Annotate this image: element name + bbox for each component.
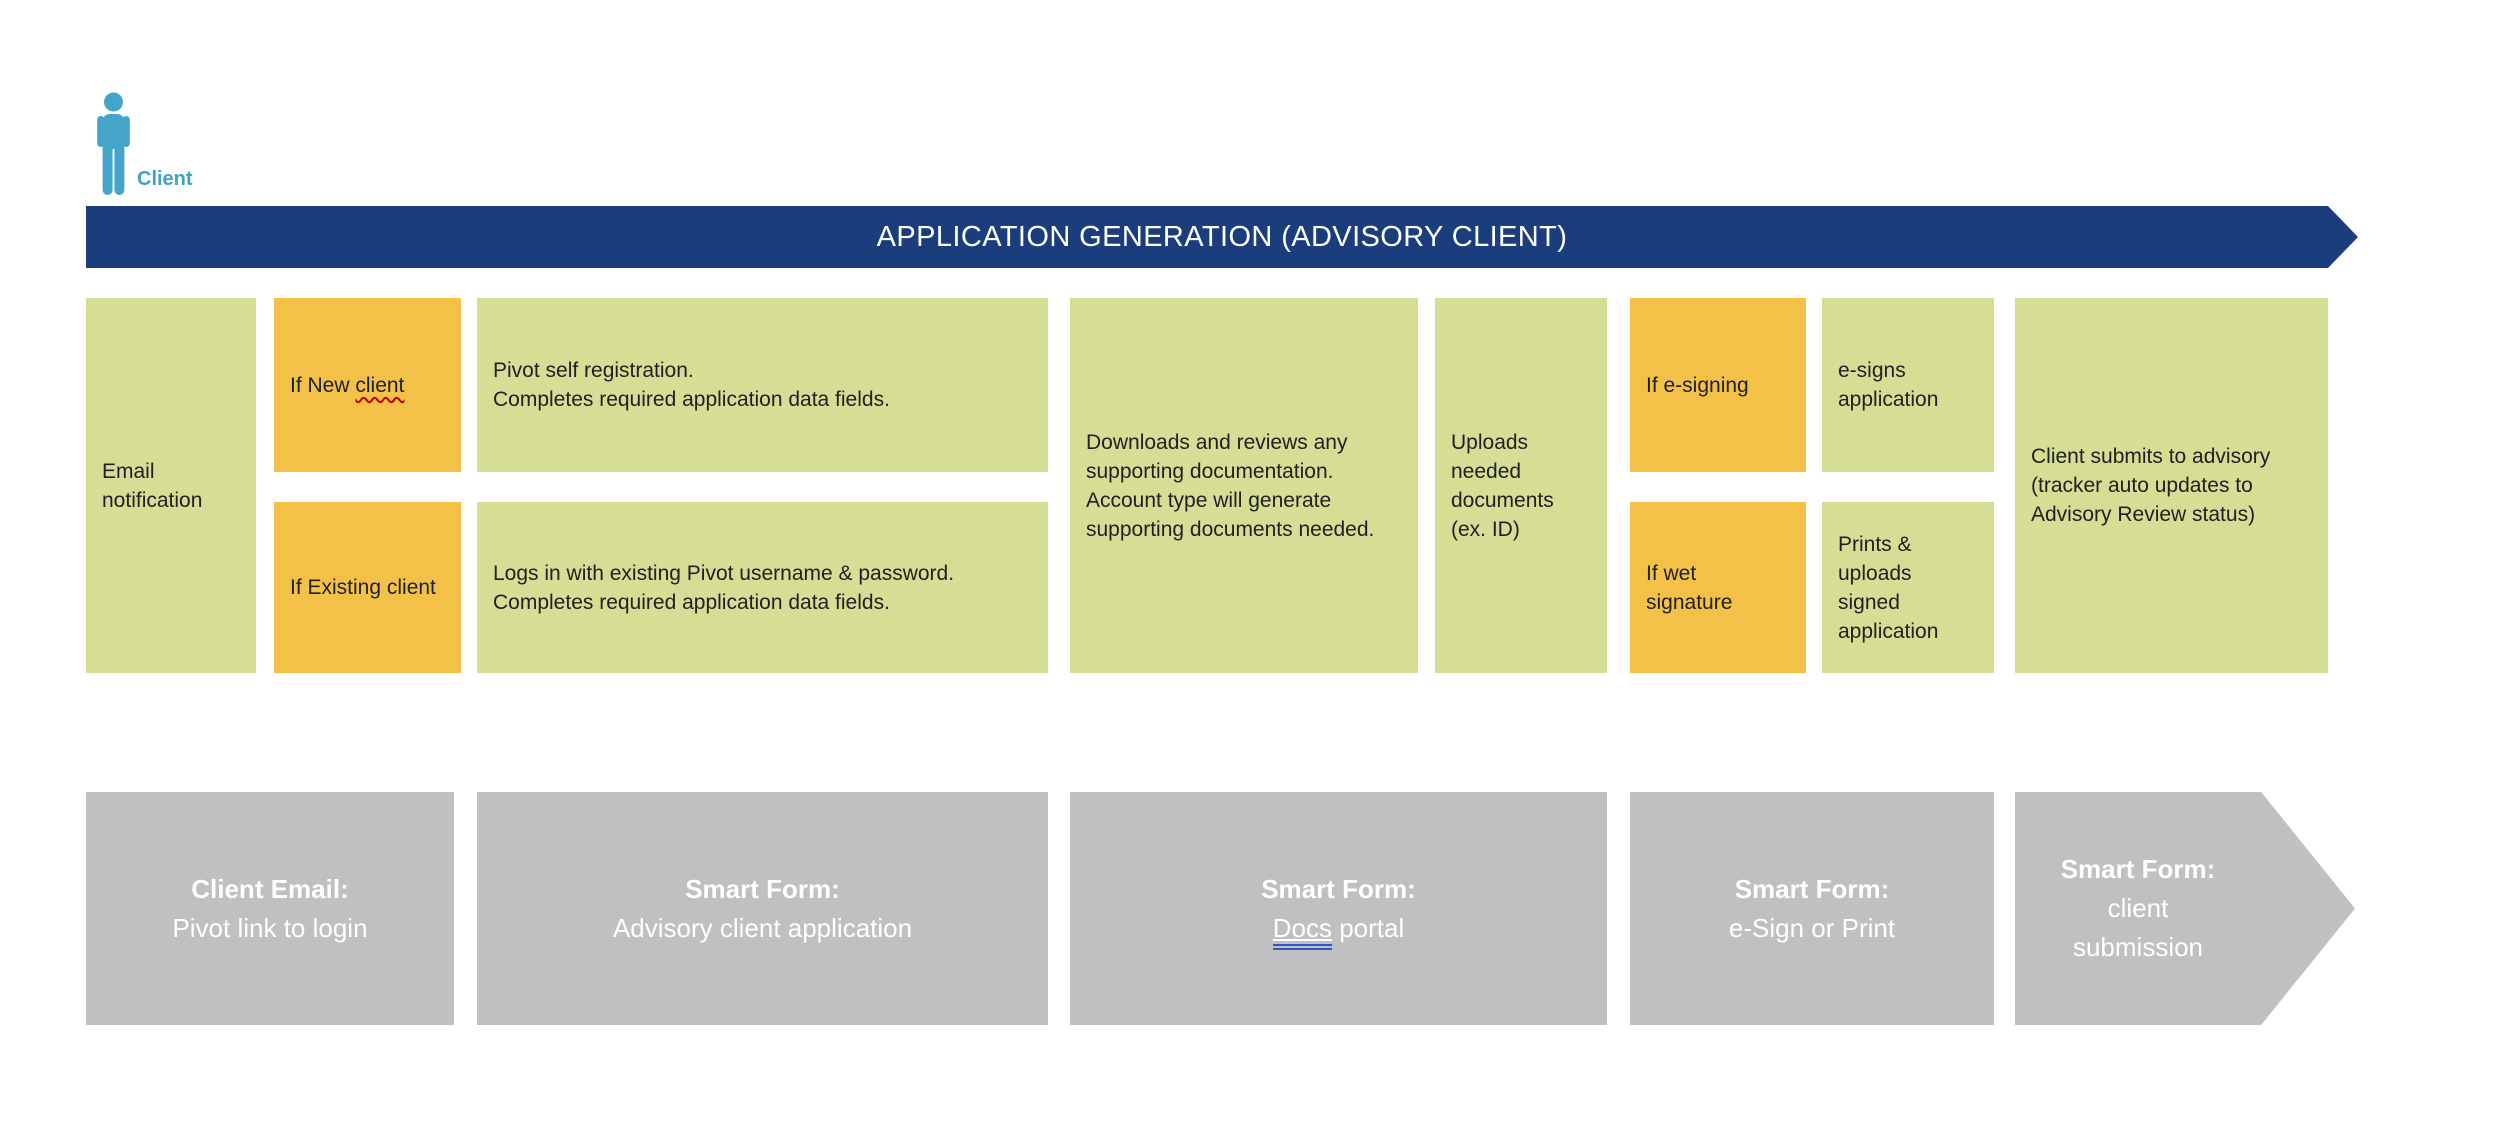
condition-text-prefix: If New xyxy=(290,373,356,397)
condition-esigning: If e-signing xyxy=(1630,298,1806,472)
step-text: Logs in with existing Pivot username & p… xyxy=(493,561,955,614)
system-docs-portal: Smart Form: Docs portal xyxy=(1070,792,1607,1025)
client-actor: Client xyxy=(94,92,274,202)
step-upload-docs: Uploads needed documents (ex. ID) xyxy=(1435,298,1607,673)
system-advisory-application: Smart Form: Advisory client application xyxy=(477,792,1048,1025)
system-title: Smart Form: xyxy=(685,873,840,904)
step-text: Email notification xyxy=(102,459,203,512)
step-text: Prints & uploads signed application xyxy=(1838,532,1939,643)
condition-text: If wet signature xyxy=(1646,561,1733,614)
system-title: Client Email: xyxy=(191,873,349,904)
step-email-notification: Email notification xyxy=(86,298,256,673)
system-subtitle: Advisory client application xyxy=(612,912,913,943)
person-icon xyxy=(97,92,130,195)
system-client-email: Client Email: Pivot link to login xyxy=(86,792,454,1025)
system-subtitle: Docs portal xyxy=(1272,909,1405,950)
condition-new-client: If New client xyxy=(274,298,461,472)
system-title: Smart Form: xyxy=(1734,873,1890,904)
step-text: Uploads needed documents (ex. ID) xyxy=(1451,430,1554,541)
condition-text-misspelled-word: client xyxy=(355,373,405,397)
system-subtitle: e-Sign or Print xyxy=(1728,912,1896,943)
phase-banner: APPLICATION GENERATION (ADVISORY CLIENT) xyxy=(86,206,2358,268)
actor-label: Client xyxy=(137,168,193,190)
step-text: Downloads and reviews any supporting doc… xyxy=(1086,430,1375,541)
step-existing-client-login: Logs in with existing Pivot username & p… xyxy=(477,502,1048,673)
step-client-submits: Client submits to advisory (tracker auto… xyxy=(2015,298,2328,673)
condition-text: If New client xyxy=(290,371,404,400)
step-download-review-docs: Downloads and reviews any supporting doc… xyxy=(1070,298,1418,673)
system-title: Smart Form: xyxy=(2060,854,2216,884)
condition-text: If Existing client xyxy=(290,576,436,599)
system-subtitle: client submission xyxy=(2072,893,2204,962)
system-subtitle: Pivot link to login xyxy=(172,912,368,943)
system-client-submission: Smart Form: client submission xyxy=(2015,792,2355,1025)
system-subtitle-rest: portal xyxy=(1331,912,1405,943)
step-text: Pivot self registration. Completes requi… xyxy=(493,359,890,411)
step-prints-uploads-signed: Prints & uploads signed application xyxy=(1822,502,1994,673)
step-esigns-application: e-signs application xyxy=(1822,298,1994,472)
condition-text: If e-signing xyxy=(1646,373,1749,397)
step-text: e-signs application xyxy=(1838,359,1939,411)
system-esign-print: Smart Form: e-Sign or Print xyxy=(1630,792,1994,1025)
step-text: Client submits to advisory (tracker auto… xyxy=(2031,445,2271,526)
step-new-client-registration: Pivot self registration. Completes requi… xyxy=(477,298,1048,472)
system-title: Smart Form: xyxy=(1261,873,1416,904)
condition-wet-signature: If wet signature xyxy=(1630,502,1806,673)
docs-link[interactable]: Docs xyxy=(1272,912,1332,950)
condition-existing-client: If Existing client xyxy=(274,502,461,673)
phase-banner-title: APPLICATION GENERATION (ADVISORY CLIENT) xyxy=(876,220,1568,253)
